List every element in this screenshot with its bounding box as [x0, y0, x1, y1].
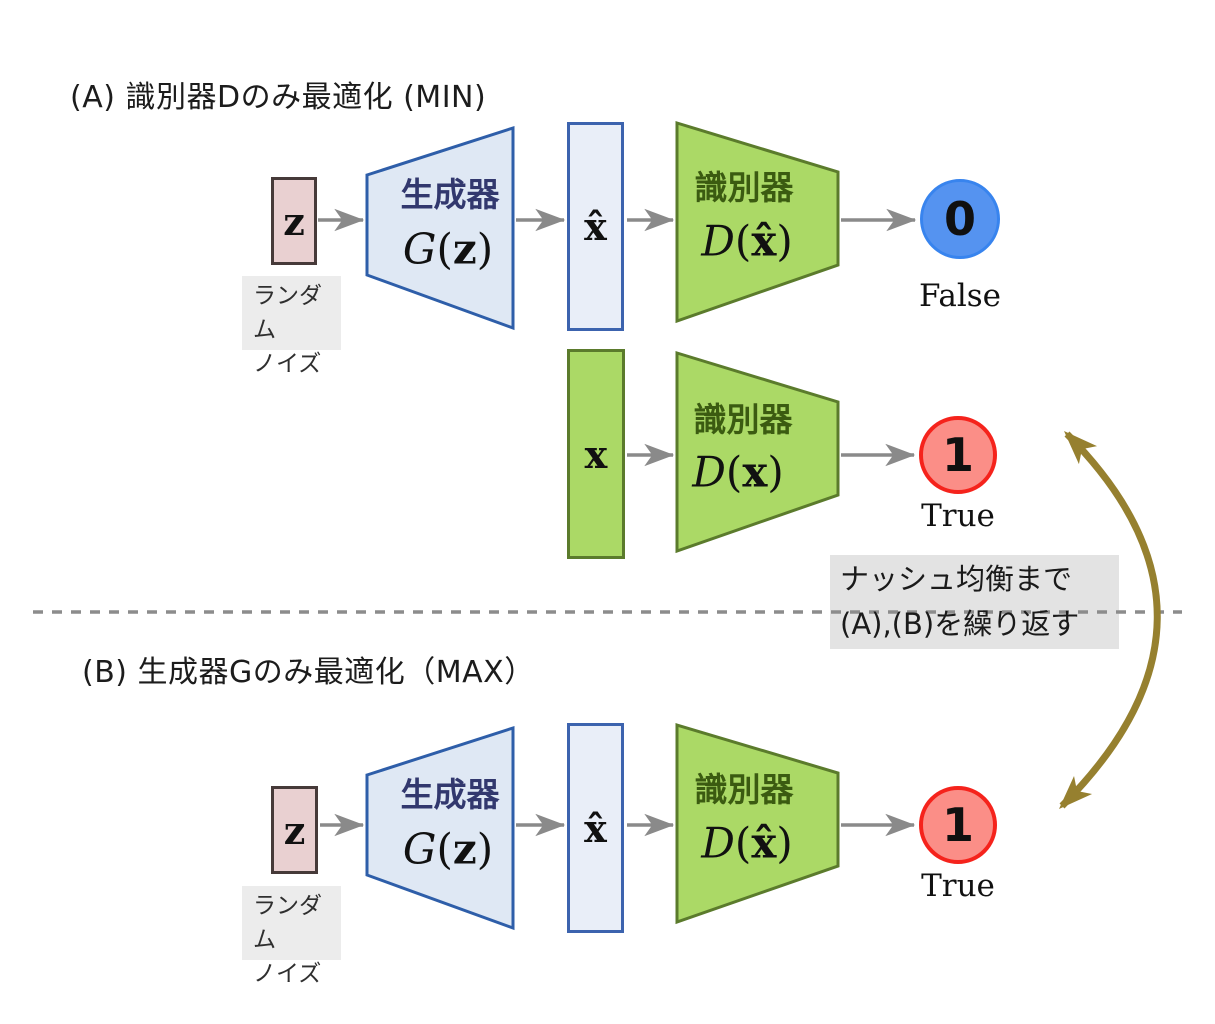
noise-z-symbol-b: z — [283, 807, 306, 853]
discriminator-trapezoid-b — [675, 722, 840, 925]
noise-z-box-b: z — [271, 786, 318, 874]
discriminator-trapezoid-real — [675, 350, 840, 554]
discriminator-formula-b: D(x̂) — [701, 818, 793, 868]
generator-trapezoid-a — [365, 125, 515, 331]
random-noise-caption-a-line2: ノイズ — [253, 351, 322, 377]
discriminator-label-b: 識別器 — [694, 770, 794, 809]
generated-xhat-symbol-a: x̂ — [584, 204, 607, 249]
output-value-true-real: 1 — [941, 428, 974, 482]
generator-formula-b: G(z) — [402, 824, 494, 874]
random-noise-caption-b: ランダム ノイズ — [242, 886, 341, 987]
discriminator-formula-a: D(x̂) — [701, 216, 793, 266]
discriminator-label-real: 識別器 — [693, 400, 793, 439]
generator-trapezoid-b — [365, 725, 515, 931]
section-a-title: (A) 識別器Dのみ最適化 (MIN) — [70, 80, 487, 115]
random-noise-caption-a: ランダム ノイズ — [242, 276, 341, 377]
discriminator-label-a: 識別器 — [694, 168, 794, 207]
output-circle-true-real: 1 — [919, 416, 997, 494]
true-caption-real: True — [921, 498, 995, 534]
output-circle-false: 0 — [920, 179, 1000, 259]
generated-xhat-box-b: x̂ — [567, 723, 624, 933]
section-b-title: (B) 生成器Gのみ最適化（MAX） — [82, 655, 535, 690]
generated-xhat-box-a: x̂ — [567, 122, 624, 331]
random-noise-caption-a-line1: ランダム — [253, 283, 322, 343]
output-circle-true-b: 1 — [919, 786, 997, 864]
noise-z-box-a: z — [271, 177, 317, 265]
real-x-symbol: x — [584, 431, 608, 477]
loop-arrow-icon — [1058, 430, 1161, 810]
generated-xhat-symbol-b: x̂ — [584, 805, 607, 851]
discriminator-trapezoid-a — [675, 120, 840, 324]
false-caption: False — [918, 278, 1002, 314]
output-value-true-b: 1 — [941, 798, 974, 852]
nash-note: ナッシュ均衡まで (A),(B)を繰り返す — [830, 555, 1119, 649]
nash-note-line2: (A),(B)を繰り返す — [840, 607, 1080, 641]
noise-z-symbol-a: z — [283, 198, 305, 244]
discriminator-formula-real: D(x) — [692, 447, 784, 497]
nash-note-line1: ナッシュ均衡まで — [840, 562, 1073, 596]
random-noise-caption-b-line2: ノイズ — [253, 961, 322, 987]
real-x-box: x — [567, 349, 625, 559]
random-noise-caption-b-line1: ランダム — [253, 893, 322, 953]
generator-formula-a: G(z) — [402, 224, 494, 274]
true-caption-b: True — [921, 868, 995, 904]
output-value-false: 0 — [943, 192, 976, 246]
generator-label-a: 生成器 — [400, 175, 500, 214]
generator-label-b: 生成器 — [400, 775, 500, 814]
